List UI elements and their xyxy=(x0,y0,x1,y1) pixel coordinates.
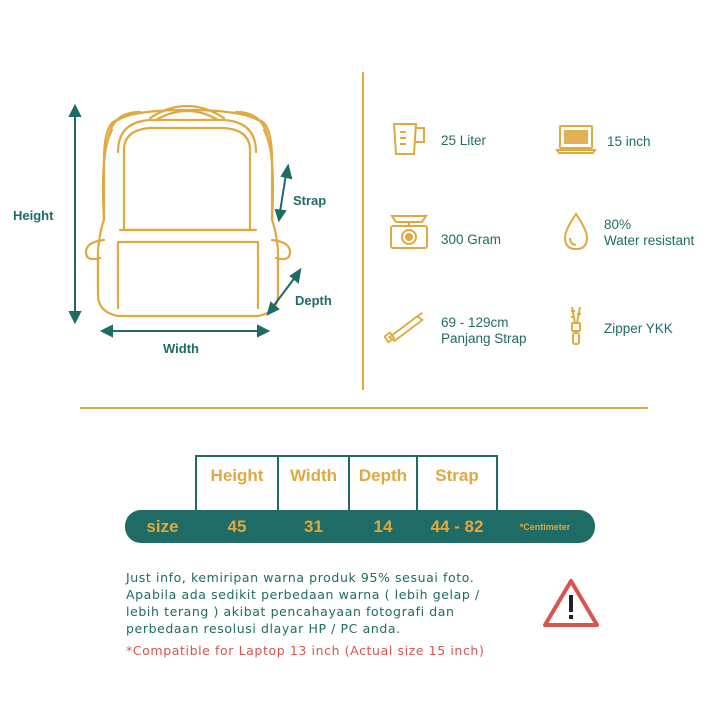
spec-strap-label: Panjang Strap xyxy=(441,331,527,346)
depth-label: Depth xyxy=(295,293,332,308)
zipper-icon xyxy=(571,306,581,345)
size-strap-value: 44 - 82 xyxy=(430,516,484,536)
size-height-value: 45 xyxy=(227,516,247,536)
size-depth-value: 14 xyxy=(373,516,393,536)
spec-zipper: Zipper YKK xyxy=(604,321,673,336)
height-label: Height xyxy=(13,208,54,223)
measuring-cup-icon xyxy=(392,123,425,155)
table-header-width: Width xyxy=(277,455,348,495)
table-header-height: Height xyxy=(195,455,277,495)
disclaimer-line: Apabila ada sedikit perbedaan warna ( le… xyxy=(126,587,480,602)
size-width-value: 31 xyxy=(304,516,323,536)
spec-volume: 25 Liter xyxy=(441,133,487,148)
compatibility-note: *Compatible for Laptop 13 inch (Actual s… xyxy=(126,643,485,658)
size-row-label: size xyxy=(146,516,179,536)
strap-label: Strap xyxy=(293,193,327,208)
unit-note: *Centimeter xyxy=(519,521,571,532)
spec-water-percent: 80% xyxy=(604,217,632,232)
disclaimer-line: Just info, kemiripan warna produk 95% se… xyxy=(126,570,475,585)
spec-water-label: Water resistant xyxy=(604,233,695,248)
table-header-strap: Strap xyxy=(416,455,498,495)
disclaimer-line: lebih terang ) akibat pencahayaan fotogr… xyxy=(126,604,455,619)
spec-weight: 300 Gram xyxy=(441,232,502,247)
table-header-depth: Depth xyxy=(348,455,416,495)
backpack-illustration xyxy=(68,103,302,338)
spec-laptop-size: 15 inch xyxy=(607,134,651,149)
water-drop-icon xyxy=(563,212,589,251)
spec-strap-length: 69 - 129cm xyxy=(441,315,509,330)
horizontal-divider xyxy=(80,407,648,409)
size-row xyxy=(125,510,595,543)
strap-icon xyxy=(384,312,425,344)
scale-icon xyxy=(390,215,428,249)
column-separator xyxy=(277,495,279,543)
color-disclaimer: Just info, kemiripan warna produk 95% se… xyxy=(126,569,526,637)
column-separator xyxy=(416,495,418,543)
laptop-icon xyxy=(555,125,597,154)
vertical-divider xyxy=(362,72,364,390)
width-label: Width xyxy=(163,341,199,356)
column-separator xyxy=(496,495,498,543)
column-separator xyxy=(195,495,197,543)
disclaimer-line: perbedaan resolusi dlayar HP / PC anda. xyxy=(126,621,401,636)
column-separator xyxy=(348,495,350,543)
warning-triangle-icon xyxy=(543,579,599,627)
